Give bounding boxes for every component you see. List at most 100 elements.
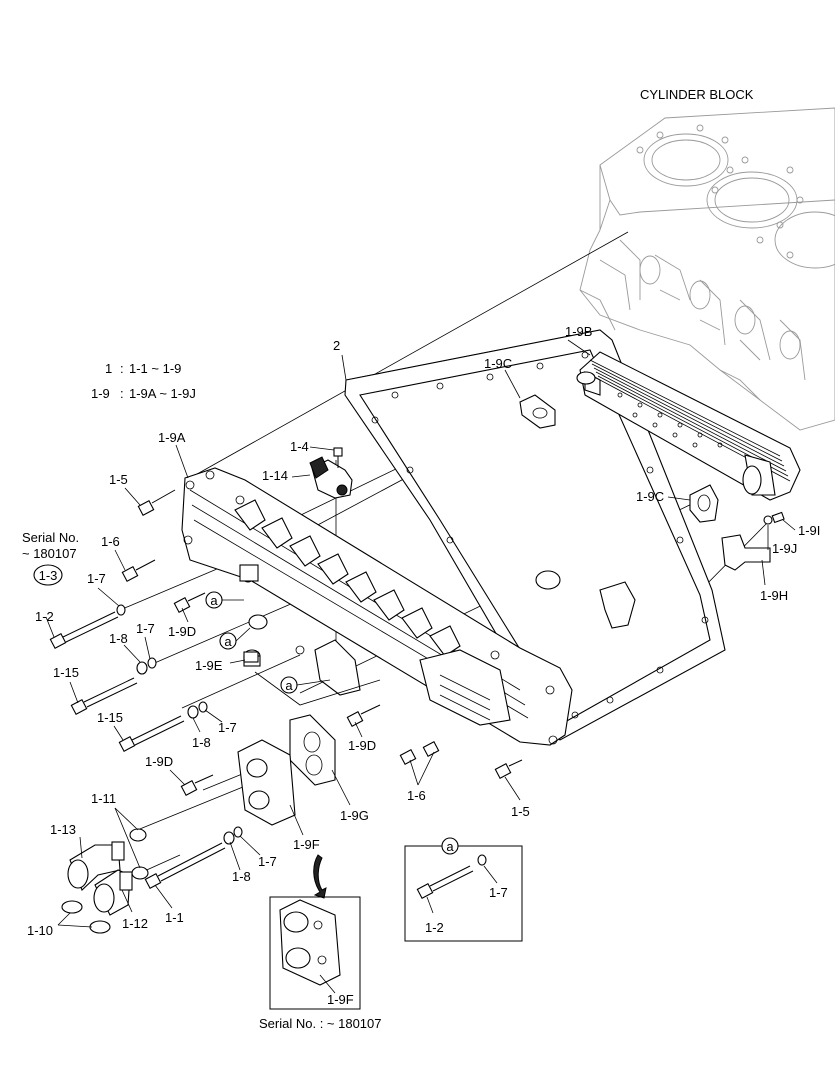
serial-left-circled: 1-3	[39, 568, 58, 583]
label-1-9J: 1-9J	[772, 541, 797, 556]
callout-a-bracket	[254, 671, 381, 706]
arrow-to-detail-icon	[313, 854, 327, 899]
bolt-1-1	[144, 842, 226, 889]
washer-1-7-c	[198, 701, 208, 713]
callout-a-1: a	[205, 591, 223, 609]
bolt-1-6-left	[121, 559, 156, 582]
bolt-1-9D-a	[173, 592, 206, 613]
label-1-9F-detail: 1-9F	[327, 992, 354, 1007]
bolt-1-4	[333, 447, 343, 468]
label-1-8-a: 1-8	[109, 631, 128, 646]
label-1-5-left: 1-5	[109, 472, 128, 487]
label-1-6-right: 1-6	[407, 788, 426, 803]
bolt-1-9D-b	[346, 704, 381, 727]
label-2: 2	[333, 338, 340, 353]
o-ring-1-10	[61, 900, 111, 934]
label-1-15-a: 1-15	[53, 665, 79, 680]
label-1-7-d: 1-7	[258, 854, 277, 869]
label-1-6-left: 1-6	[101, 534, 120, 549]
label-1-7-c: 1-7	[218, 720, 237, 735]
label-1-9C-right: 1-9C	[636, 489, 664, 504]
label-1-11: 1-11	[91, 791, 116, 806]
label-1-1: 1-1	[165, 910, 184, 925]
serial-left-block: Serial No. ~ 180107 1-3	[22, 530, 79, 586]
label-1-13: 1-13	[50, 822, 76, 837]
text-labels: CYLINDER BLOCK 1 : 1-1 ~ 1-9 1-9 : 1-9A …	[27, 87, 820, 1031]
adapter-1-9F	[237, 739, 296, 826]
label-1-9H: 1-9H	[760, 588, 788, 603]
legend-key-2: 1-9	[91, 386, 110, 401]
callout-a-3: a	[280, 676, 298, 694]
label-1-9C-top: 1-9C	[484, 356, 512, 371]
label-1-7-a: 1-7	[87, 571, 106, 586]
detail-a-box: a	[404, 837, 523, 942]
legend-value-2: 1-9A ~ 1-9J	[129, 386, 196, 401]
oil-cooler-gasket	[344, 329, 726, 741]
label-1-9D-b: 1-9D	[348, 738, 376, 753]
label-1-9D-c: 1-9D	[145, 754, 173, 769]
label-1-15-b: 1-15	[97, 710, 123, 725]
leader-lines	[45, 339, 796, 928]
bolt-1-5-left	[137, 489, 176, 516]
label-1-9F: 1-9F	[293, 837, 320, 852]
plug-1-9E	[243, 651, 259, 663]
oil-cooler-element	[576, 351, 801, 501]
diagram-title: CYLINDER BLOCK	[640, 87, 754, 102]
legend-sep-2: :	[120, 386, 124, 401]
oil-cooler-housing	[181, 467, 573, 746]
label-1-2: 1-2	[35, 609, 54, 624]
elbow-1-13	[67, 841, 125, 891]
label-1-9B: 1-9B	[565, 324, 592, 339]
washer-1-8-c	[223, 831, 235, 845]
washer-1-9J	[763, 515, 773, 525]
label-1-14: 1-14	[262, 468, 288, 483]
label-1-7-detail: 1-7	[489, 885, 508, 900]
label-1-12: 1-12	[122, 916, 148, 931]
label-1-9G: 1-9G	[340, 808, 369, 823]
gasket-1-9C-right	[689, 484, 719, 523]
elbow-1-12	[93, 869, 133, 916]
serial-bottom: Serial No. : ~ 180107	[259, 1016, 382, 1031]
label-1-8-c: 1-8	[232, 869, 251, 884]
bolt-1-15-a	[70, 677, 138, 715]
label-1-9A: 1-9A	[158, 430, 186, 445]
label-1-9I: 1-9I	[798, 523, 820, 538]
bolt-1-15-b	[118, 715, 185, 752]
callout-a-2: a	[219, 632, 237, 650]
label-1-9D-a: 1-9D	[168, 624, 196, 639]
bolt-1-9I	[771, 511, 785, 524]
detail-1-9F-box	[269, 896, 361, 1010]
serial-left-line2: ~ 180107	[22, 546, 77, 561]
callout-a-1-text: a	[210, 593, 218, 608]
gasket-1-9G	[289, 714, 336, 786]
label-1-9E: 1-9E	[195, 658, 223, 673]
callout-a-2-text: a	[224, 634, 232, 649]
label-1-8-b: 1-8	[192, 735, 211, 750]
bolt-1-2	[49, 611, 119, 649]
legend-key-1: 1	[105, 361, 112, 376]
washer-1-7-a	[116, 604, 126, 616]
serial-left-line1: Serial No.	[22, 530, 79, 545]
bolt-1-5-right	[494, 759, 523, 779]
callout-a-3-text: a	[285, 678, 293, 693]
callout-a-leaders	[222, 599, 331, 686]
washer-1-7-b	[147, 657, 157, 669]
washer-1-7-d	[233, 826, 243, 838]
label-1-4: 1-4	[290, 439, 309, 454]
detail-a-callout: a	[446, 839, 454, 854]
gasket-1-9C-top	[519, 394, 556, 429]
cylinder-block-drawing	[579, 107, 835, 431]
o-ring-1-11	[129, 828, 149, 880]
washer-1-8-a	[136, 661, 148, 675]
bolt-1-9D-c	[180, 774, 214, 796]
sensor-1-14	[309, 456, 353, 499]
legend-sep-1: :	[120, 361, 124, 376]
label-1-7-b: 1-7	[136, 621, 155, 636]
washer-1-8-b	[187, 705, 199, 719]
bolt-1-6-right	[399, 741, 440, 765]
label-1-10: 1-10	[27, 923, 53, 938]
legend-value-1: 1-1 ~ 1-9	[129, 361, 181, 376]
bracket-1-9H	[721, 534, 771, 571]
label-1-5-right: 1-5	[511, 804, 530, 819]
